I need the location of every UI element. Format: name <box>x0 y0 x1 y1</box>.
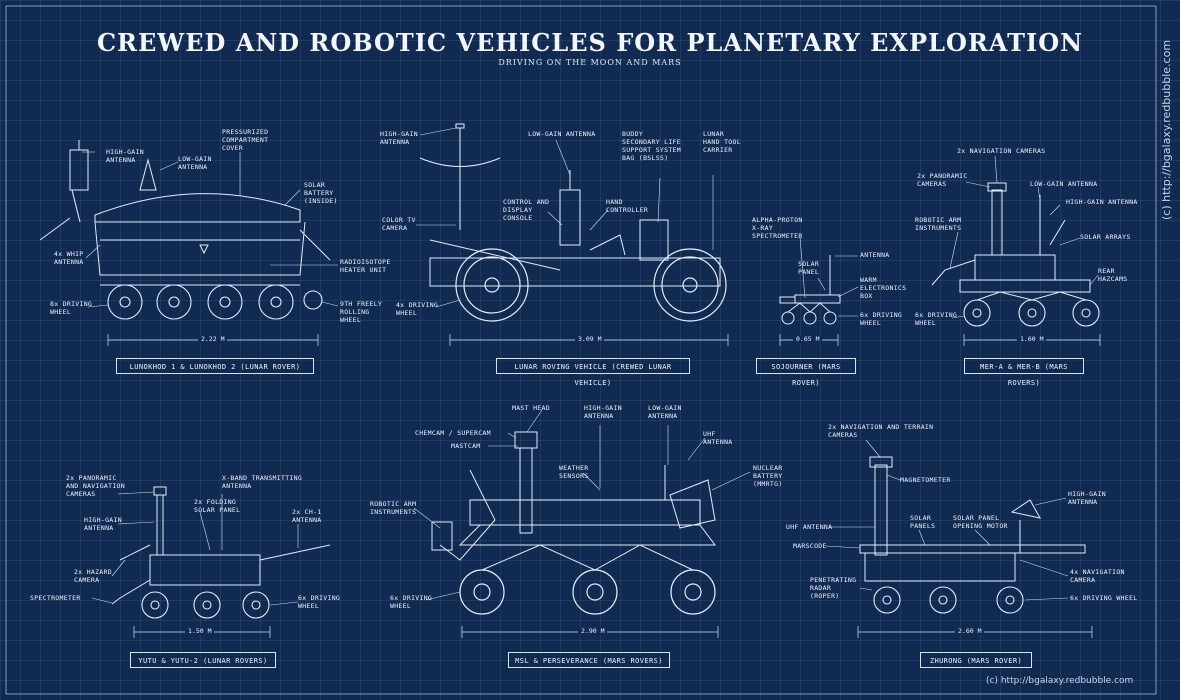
zhurong-high-gain-label: HIGH-GAIN ANTENNA <box>1068 490 1106 506</box>
zhurong-drawing <box>859 456 1086 614</box>
zhurong-driving-label: 6x DRIVING WHEEL <box>1070 594 1138 602</box>
lrv-tool-carrier-label: LUNAR HAND TOOL CARRIER <box>703 130 741 154</box>
lrv-tv-camera-label: COLOR TV CAMERA <box>382 216 416 232</box>
poster-title: CREWED AND ROBOTIC VEHICLES FOR PLANETAR… <box>96 28 1084 57</box>
lunokhod-whip-label: 4x WHIP ANTENNA <box>54 250 84 266</box>
zhurong-navcam-label: 2x NAVIGATION AND TERRAIN CAMERAS <box>828 423 934 439</box>
sojourner-antenna-label: ANTENNA <box>860 251 890 259</box>
mer-caption: MER-A & MER-B (MARS ROVERS) <box>964 358 1084 387</box>
yutu-drawing <box>111 486 331 619</box>
msl-uhf-label: UHF ANTENNA <box>703 430 733 446</box>
dimension-lines <box>107 334 1101 638</box>
sojourner-drawing <box>779 255 841 325</box>
msl-drawing <box>431 431 716 615</box>
side-credit: (c) http://bgalaxy.redbubble.com <box>1160 39 1173 220</box>
poster-frame <box>5 5 1157 695</box>
lunokhod-ninth-wheel-label: 9TH FREELY ROLLING WHEEL <box>340 300 383 324</box>
leader-lines <box>82 127 1099 606</box>
lrv-high-gain-label: HIGH-GAIN ANTENNA <box>380 130 418 146</box>
mer-drawing <box>931 182 1100 327</box>
lunokhod-dimension: 2.22 M <box>198 335 228 343</box>
zhurong-uhf-label: UHF ANTENNA <box>786 523 833 531</box>
zhurong-caption: ZHURONG (MARS ROVER) <box>920 652 1032 668</box>
yutu-spectrometer-label: SPECTROMETER <box>30 594 81 602</box>
msl-mast-label: MAST HEAD <box>512 404 550 412</box>
lunokhod-low-gain-label: LOW-GAIN ANTENNA <box>178 155 212 171</box>
lunokhod-caption: LUNOKHOD 1 & LUNOKHOD 2 (LUNAR ROVER) <box>116 358 314 374</box>
mer-hazcams-label: REAR HAZCAMS <box>1098 267 1128 283</box>
msl-weather-label: WEATHER SENSORS <box>559 464 589 480</box>
zhurong-panels-label: SOLAR PANELS <box>910 514 936 530</box>
lrv-dimension: 3.09 M <box>575 335 605 343</box>
lrv-caption: LUNAR ROVING VEHICLE (CREWED LUNAR VEHIC… <box>496 358 690 387</box>
msl-chemcam-label: CHEMCAM / SUPERCAM <box>415 429 491 437</box>
yutu-hazard-label: 2x HAZARD CAMERA <box>74 568 112 584</box>
mer-driving-label: 6x DRIVING WHEEL <box>915 311 958 327</box>
msl-high-gain-label: HIGH-GAIN ANTENNA <box>584 404 622 420</box>
sojourner-dimension: 0.65 M <box>793 335 823 343</box>
sojourner-driving-label: 6x DRIVING WHEEL <box>860 311 903 327</box>
msl-dimension: 2.90 M <box>578 627 608 635</box>
lunokhod-cover-label: PRESSURIZED COMPARTMENT COVER <box>222 128 269 152</box>
yutu-high-gain-label: HIGH-GAIN ANTENNA <box>84 516 122 532</box>
zhurong-marscode-label: MARSCODE <box>793 542 827 550</box>
lunokhod-driving-label: 8x DRIVING WHEEL <box>50 300 93 316</box>
lrv-console-label: CONTROL AND DISPLAY CONSOLE <box>503 198 550 222</box>
lrv-hand-controller-label: HAND CONTROLLER <box>606 198 649 214</box>
zhurong-dimension: 2.60 M <box>955 627 985 635</box>
lrv-driving-label: 4x DRIVING WHEEL <box>396 301 439 317</box>
yutu-folding-label: 2x FOLDING SOLAR PANEL <box>194 498 241 514</box>
lrv-drawing <box>419 123 727 322</box>
bottom-credit: (c) http://bgalaxy.redbubble.com <box>986 676 1134 686</box>
zhurong-nav4-label: 4x NAVIGATION CAMERA <box>1070 568 1125 584</box>
poster-subtitle: DRIVING ON THE MOON AND MARS <box>498 58 682 67</box>
msl-mastcam-label: MASTCAM <box>451 442 481 450</box>
mer-pancam-label: 2x PANORAMIC CAMERAS <box>917 172 968 188</box>
sojourner-web-label: WARM ELECTRONICS BOX <box>860 276 907 300</box>
mer-navcam-label: 2x NAVIGATION CAMERAS <box>957 147 1046 155</box>
msl-battery-label: NUCLEAR BATTERY (MMRTG) <box>753 464 783 488</box>
yutu-driving-label: 6x DRIVING WHEEL <box>298 594 341 610</box>
mer-solar-label: SOLAR ARRAYS <box>1080 233 1131 241</box>
msl-caption: MSL & PERSEVERANCE (MARS ROVERS) <box>508 652 670 668</box>
yutu-xband-label: X-BAND TRANSMITTING ANTENNA <box>222 474 303 490</box>
msl-low-gain-label: LOW-GAIN ANTENNA <box>648 404 682 420</box>
lrv-bslss-label: BUDDY SECONDARY LIFE SUPPORT SYSTEM BAG … <box>622 130 681 162</box>
zhurong-motor-label: SOLAR PANEL OPENING MOTOR <box>953 514 1008 530</box>
msl-driving-label: 6x DRIVING WHEEL <box>390 594 433 610</box>
yutu-caption: YUTU & YUTU-2 (LUNAR ROVERS) <box>130 652 276 668</box>
lunokhod-high-gain-label: HIGH-GAIN ANTENNA <box>106 148 144 164</box>
mer-dimension: 1.60 M <box>1017 335 1047 343</box>
zhurong-radar-label: PENETRATING RADAR (ROPER) <box>810 576 857 600</box>
mer-arm-label: ROBOTIC ARM INSTRUMENTS <box>915 216 962 232</box>
lunokhod-solar-label: SOLAR BATTERY (INSIDE) <box>304 181 338 205</box>
zhurong-magnetometer-label: MAGNETOMETER <box>900 476 951 484</box>
yutu-ch1-label: 2x CH-1 ANTENNA <box>292 508 322 524</box>
yutu-pancam-label: 2x PANORAMIC AND NAVIGATION CAMERAS <box>66 474 125 498</box>
sojourner-caption: SOJOURNER (MARS ROVER) <box>756 358 856 387</box>
sojourner-panel-label: SOLAR PANEL <box>798 260 820 276</box>
sojourner-apxs-label: ALPHA-PROTON X-RAY SPECTROMETER <box>752 216 803 240</box>
mer-high-gain-label: HIGH-GAIN ANTENNA <box>1066 198 1138 206</box>
lrv-low-gain-label: LOW-GAIN ANTENNA <box>528 130 596 138</box>
mer-low-gain-label: LOW-GAIN ANTENNA <box>1030 180 1098 188</box>
lunokhod-drawing <box>39 140 331 320</box>
lunokhod-heater-label: RADIOISOTOPE HEATER UNIT <box>340 258 391 274</box>
msl-arm-label: ROBOTIC ARM INSTRUMENTS <box>370 500 417 516</box>
yutu-dimension: 1.50 M <box>185 627 215 635</box>
